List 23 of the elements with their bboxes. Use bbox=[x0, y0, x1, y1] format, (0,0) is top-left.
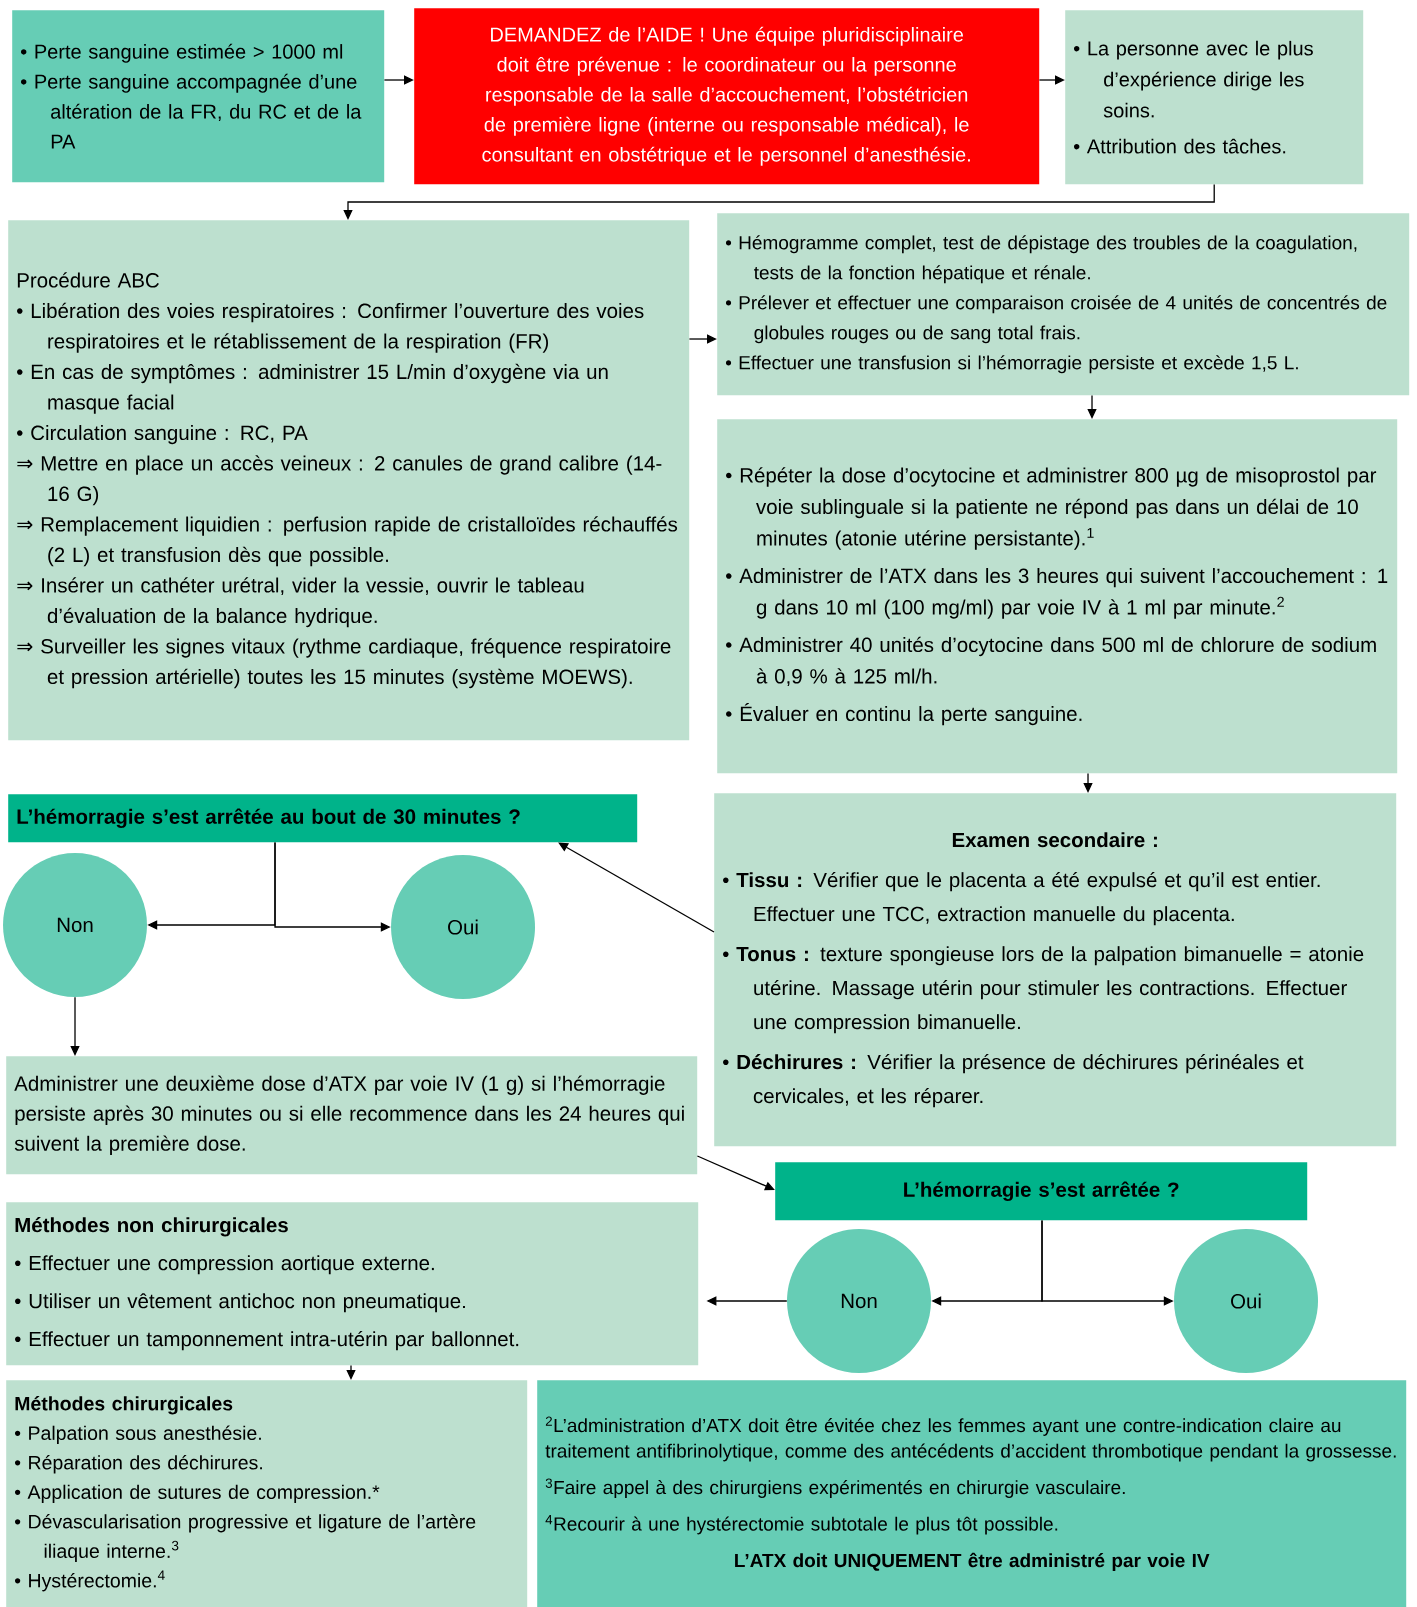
arrow bbox=[688, 334, 717, 344]
question-banner: L’hémorragie s’est arrêtée ? bbox=[775, 1162, 1308, 1221]
arrow bbox=[558, 842, 715, 933]
arrow bbox=[1083, 772, 1093, 793]
arrow bbox=[343, 183, 1215, 220]
footnote-box: $^{2}$L’administration d’ATX doit être évitée chez les femmes ayant une contre-indication claire au traitement antifibrinolytique, comme des antécédents d’accident thrombotique pendant la grossesse. $^{3}$Faire appel à des chirurgiens expérimentés en chirurgie vasculaire. $^{4}$Recourir à une hystérectomie subtotale le plus tôt possible. L’ATX doit UNIQUEMENT être administré par voie IV bbox=[537, 1380, 1407, 1607]
process-box: • Répéter la dose d’ocytocine et administrer 800 µg de misoprostol par voie sublinguale si la patiente ne répond pas dans un délai de 10 minutes (atonie utérine persistante).$^{1}$ • Administrer de l’ATX dans les 3 heures qui suivent l’accouchement : 1 g dans 10 ml (100 mg/ml) par voie IV à 1 ml par minute.$^{2}$ • Administrer 40 unités d’ocytocine dans 500 ml de chlorure de sodium à 0,9 % à 125 ml/h. • Évaluer en continu la perte sanguine. bbox=[717, 419, 1398, 774]
process-box: • Hémogramme complet, test de dépistage des troubles de la coagulation, tests de la fonction hépatique et rénale. • Prélever et effectuer une comparaison croisée de 4 unités de concentrés de globules rouges ou de sang total frais. • Effectuer une transfusion si l’hémorragie persiste et excède 1,5 L. bbox=[717, 213, 1410, 396]
process-box: Administrer une deuxième dose d’ATX par voie IV (1 g) si l’hémorragie persiste après 30 minutes ou si elle recommence dans les 24 heures qui suivent la première dose. bbox=[6, 1056, 698, 1175]
process-box: Examen secondaire : • Tissu : Vérifier que le placenta a été expulsé et qu’il est entier. Effectuer une TCC, extraction manuelle du placenta. • Tonus : texture spongieuse lors de la palpation bimanuelle = atonie utérine. Massage utérin pour stimuler les contractions. Effectuer une compression bimanuelle. • Déchirures : Vérifier la présence de déchirures périnéales et cervicales, et les réparer. bbox=[714, 793, 1397, 1147]
arrow bbox=[383, 75, 414, 85]
arrow bbox=[696, 1155, 775, 1191]
question-banner: L’hémorragie s’est arrêtée au bout de 30 minutes ? bbox=[8, 794, 638, 843]
arrow bbox=[1087, 394, 1097, 419]
process-box: Procédure ABC • Libération des voies respiratoires : Confirmer l’ouverture des voies respiratoires et le rétablissement de la respiration (FR) • En cas de symptômes : administrer 15 L/min d’oxygène via un masque facial • Circulation sanguine : RC, PA ⇒ Mettre en place un accès veineux : 2 canules de grand calibre (14-16 G) ⇒ Remplacement liquidien : perfusion rapide de cristalloïdes réchauffés (2 L) et transfusion dès que possible. ⇒ Insérer un cathéter urétral, vider la vessie, ouvrir le tableau d’évaluation de la balance hydrique. ⇒ Surveiller les signes vitaux (rythme cardiaque, fréquence respiratoire et pression artérielle) toutes les 15 minutes (système MOEWS). bbox=[8, 220, 690, 741]
arrow bbox=[346, 1364, 356, 1380]
arrow bbox=[70, 996, 80, 1056]
alert-box: DEMANDEZ de l’AIDE ! Une équipe pluridisciplinaire doit être prévenue : le coordinateur ou la personne responsable de la salle d’accouchement, l’obstétricien de première ligne (interne ou responsable médical), le consultant en obstétrique et le personnel d’anesthésie. bbox=[414, 8, 1040, 185]
condition-box: • Perte sanguine estimée > 1000 ml • Perte sanguine accompagnée d’une altération de la FR, du RC et de la PA bbox=[12, 10, 385, 183]
process-box: Méthodes chirurgicales • Palpation sous anesthésie. • Réparation des déchirures. • Application de sutures de compression.* • Dévascularisation progressive et ligature de l’artère iliaque interne.$^{3}$ • Hystérectomie.$^{4}$ bbox=[6, 1380, 528, 1607]
process-box: Méthodes non chirurgicales • Effectuer une compression aortique externe. • Utiliser un vêtement antichoc non pneumatique. • Effectuer un tamponnement intra-utérin par ballonnet. bbox=[6, 1202, 699, 1366]
process-box: • La personne avec le plus d’expérience dirige les soins. • Attribution des tâches. bbox=[1065, 10, 1364, 185]
arrow bbox=[1038, 75, 1065, 85]
